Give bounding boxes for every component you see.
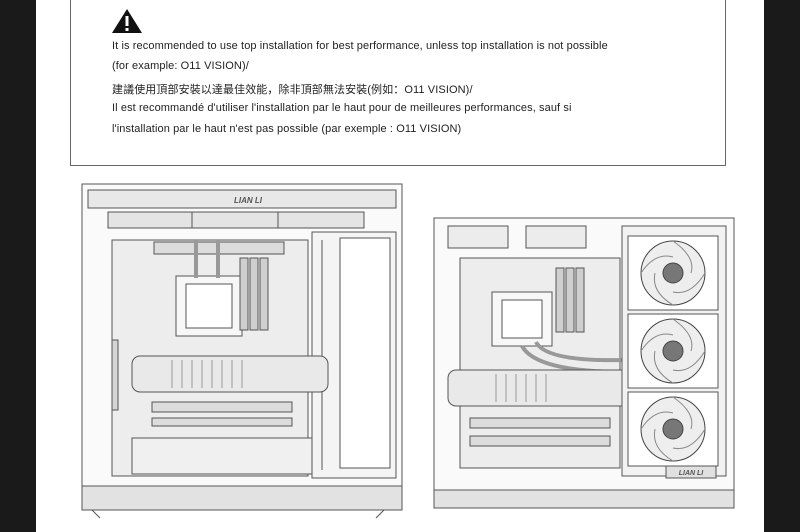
manual-page: It is recommended to use top installatio…	[36, 0, 764, 532]
left-case-logo: LIAN LI	[234, 196, 263, 205]
warning-icon	[112, 9, 142, 33]
right-case-logo: LIAN LI	[679, 470, 705, 477]
warning-notice-box: It is recommended to use top installatio…	[70, 0, 726, 166]
case-diagram-top-install: LIAN LI	[81, 183, 403, 519]
notice-line-en-2: (for example: O11 VISION)/	[112, 60, 249, 72]
notice-line-en-1: It is recommended to use top installatio…	[112, 40, 608, 52]
notice-line-fr-1: Il est recommandé d'utiliser l'installat…	[112, 102, 572, 114]
case-diagram-side-install: LIAN LI	[433, 217, 735, 509]
notice-line-zh: 建議使用頂部安裝以達最佳效能，除非頂部無法安裝(例如：O11 VISION)/	[112, 84, 473, 96]
notice-line-fr-2: l'installation par le haut n'est pas pos…	[112, 123, 462, 135]
